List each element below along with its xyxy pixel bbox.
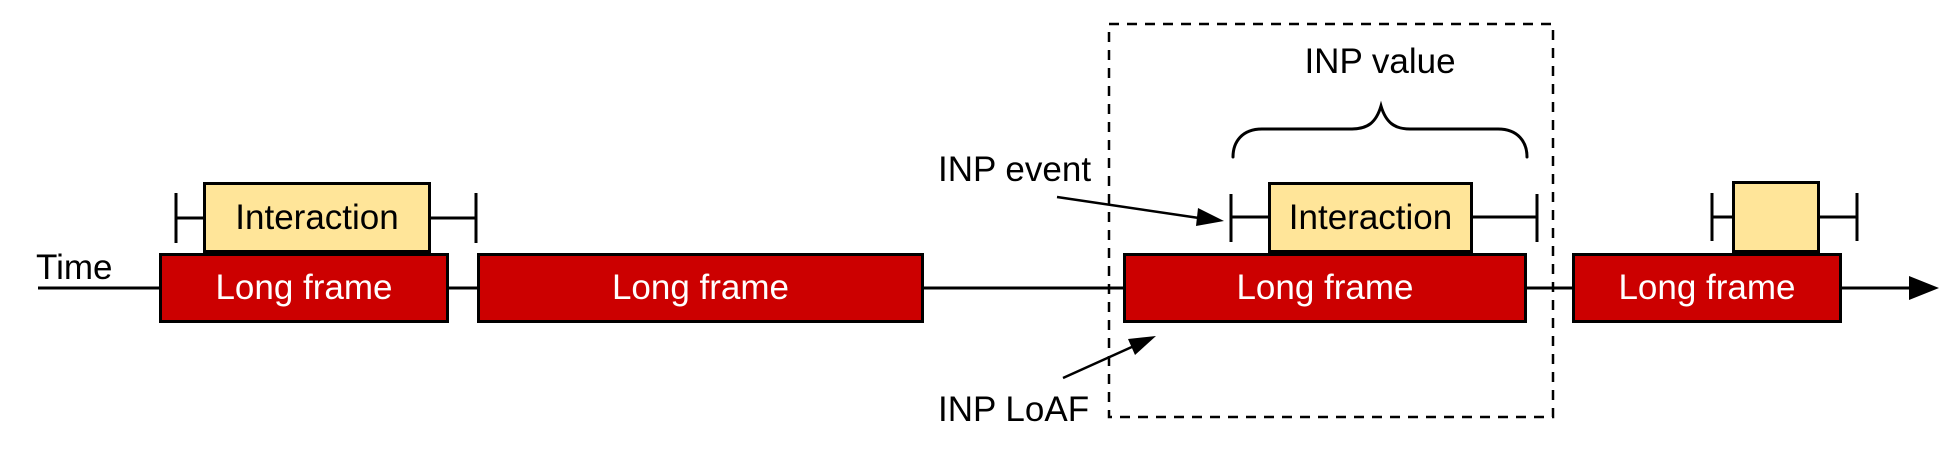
- long-frame-3-label: Long frame: [1236, 268, 1414, 307]
- long-frame-1-label: Long frame: [215, 268, 393, 307]
- long-frame-2-label: Long frame: [611, 268, 790, 307]
- inp-loaf-label: INP LoAF: [938, 390, 1090, 429]
- interaction-1-label: Interaction: [235, 197, 399, 237]
- inp-event-label: INP event: [938, 150, 1092, 189]
- inp-loaf-arrow-head-icon: [1128, 336, 1156, 355]
- inp-loaf-arrow: [1062, 344, 1135, 380]
- interaction-2-label: Interaction: [1288, 197, 1453, 237]
- long-frame-4-label: Long frame: [1618, 268, 1796, 307]
- timeline-arrow-head-icon: [1909, 276, 1939, 300]
- time-axis-label: Time: [36, 248, 113, 287]
- interaction-3: [1732, 181, 1820, 253]
- inp-value-brace: [1231, 100, 1529, 159]
- long-frame-4: Long frame: [1572, 253, 1842, 323]
- inp-loaf-highlight-box: [1107, 22, 1555, 419]
- interaction-2-inp-event: Interaction: [1268, 182, 1473, 253]
- inp-event-arrow-head-icon: [1196, 208, 1224, 226]
- inp-value-label: INP value: [1304, 42, 1456, 81]
- long-frame-1: Long frame: [159, 253, 449, 323]
- long-frame-2: Long frame: [477, 253, 924, 323]
- inp-event-arrow: [1056, 195, 1200, 220]
- long-frame-3-inp-loaf: Long frame: [1123, 253, 1527, 323]
- interaction-1: Interaction: [203, 182, 431, 253]
